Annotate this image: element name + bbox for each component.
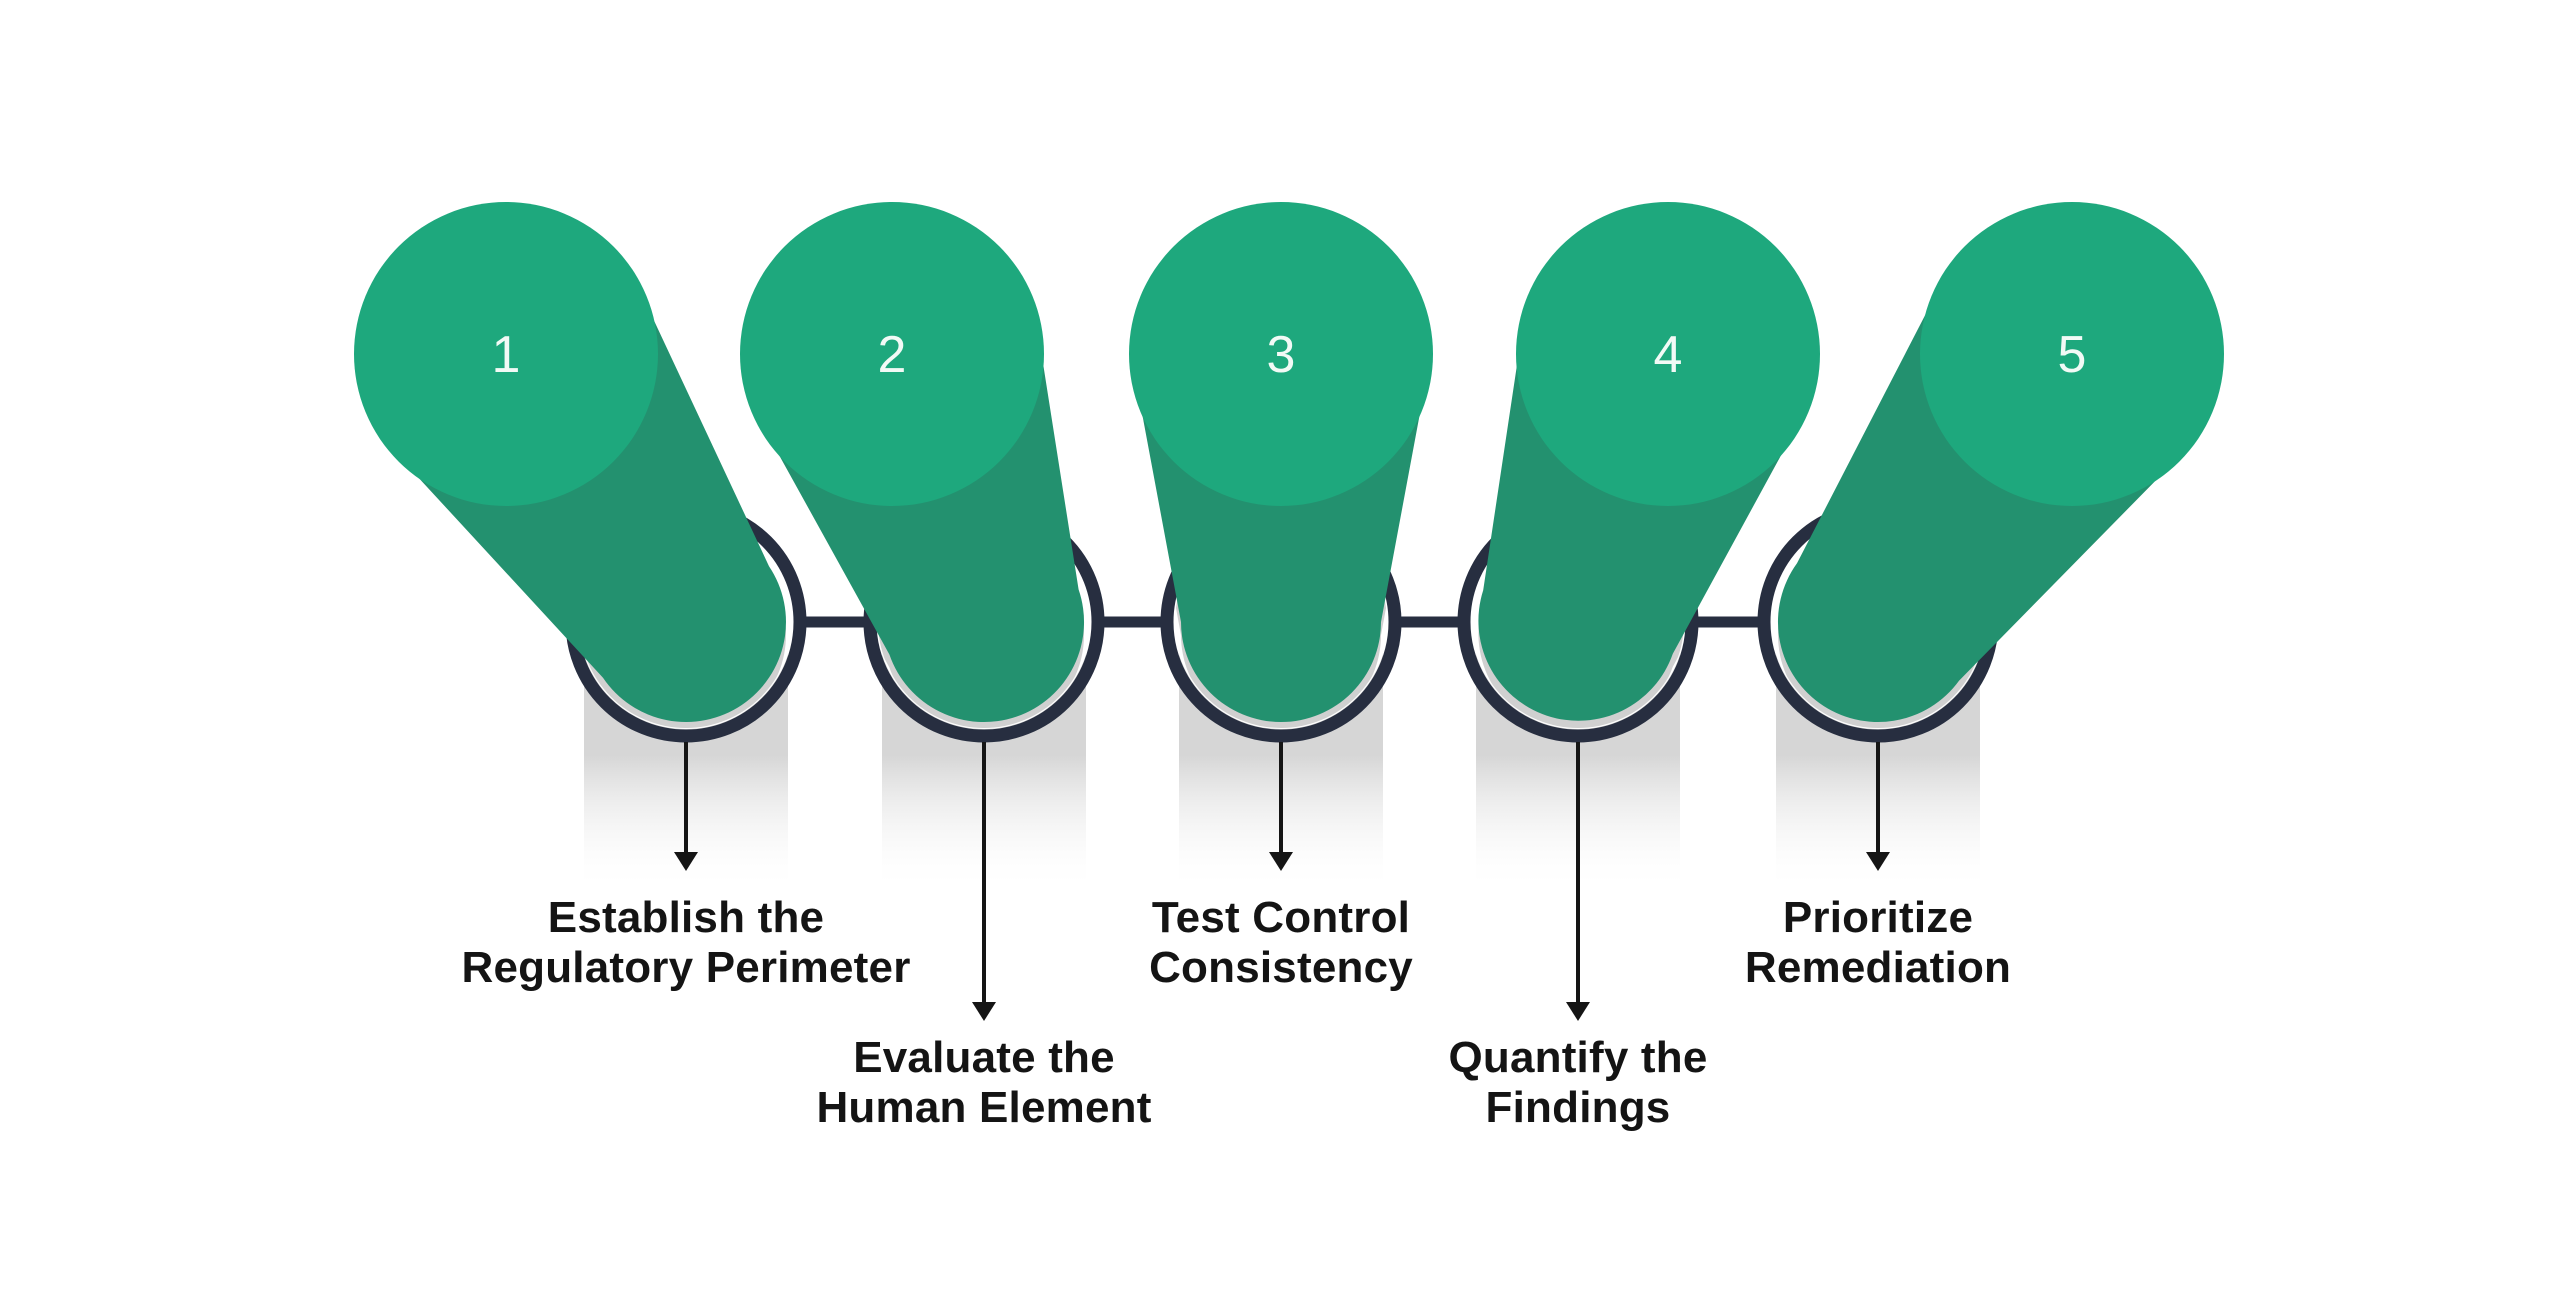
step-label-line2: Remediation <box>1744 943 2012 992</box>
step-pin-5: 5 <box>1757 202 2224 900</box>
arrow-stem-4 <box>1576 742 1580 1004</box>
step-number: 4 <box>1654 326 1683 384</box>
step-label-3: Test Control Consistency <box>971 893 1591 993</box>
step-number: 5 <box>2058 326 2087 384</box>
step-number: 2 <box>878 326 907 384</box>
step-label-line2: Regulatory Perimeter <box>461 943 911 992</box>
step-pin-1: 1 <box>354 202 807 900</box>
pin-top-face <box>354 202 658 506</box>
step-label-line1: Establish the <box>547 893 825 942</box>
pin-top-face <box>1129 202 1433 506</box>
step-label-4: Quantify the Findings <box>1268 1033 1888 1133</box>
arrow-stem-5 <box>1876 742 1880 854</box>
step-number: 1 <box>492 326 521 384</box>
step-label-line2: Findings <box>1485 1083 1671 1132</box>
arrows <box>674 742 1890 1021</box>
step-pin-4: 4 <box>1457 202 1820 900</box>
pin-top-face <box>1516 202 1820 506</box>
step-label-2: Evaluate the Human Element <box>674 1033 1294 1133</box>
step-label-line1: Quantify the <box>1448 1033 1708 1082</box>
arrow-stem-1 <box>684 742 688 854</box>
pin-top-face <box>1920 202 2224 506</box>
step-number: 3 <box>1267 326 1296 384</box>
step-label-line2: Consistency <box>1149 943 1413 992</box>
step-label-line1: Evaluate the <box>853 1033 1115 1082</box>
step-label-line2: Human Element <box>816 1083 1152 1132</box>
arrow-head-1 <box>674 852 698 871</box>
arrow-stem-2 <box>982 742 986 1004</box>
step-label-1: Establish the Regulatory Perimeter <box>376 893 996 993</box>
step-label-5: Prioritize Remediation <box>1568 893 2188 993</box>
step-label-line1: Prioritize <box>1782 893 1974 942</box>
arrow-head-2 <box>972 1002 996 1021</box>
step-pin-2: 2 <box>740 202 1105 900</box>
pin-top-face <box>740 202 1044 506</box>
arrow-head-4 <box>1566 1002 1590 1021</box>
arrow-head-5 <box>1866 852 1890 871</box>
arrow-stem-3 <box>1279 742 1283 854</box>
step-label-line1: Test Control <box>1151 893 1411 942</box>
arrow-head-3 <box>1269 852 1293 871</box>
